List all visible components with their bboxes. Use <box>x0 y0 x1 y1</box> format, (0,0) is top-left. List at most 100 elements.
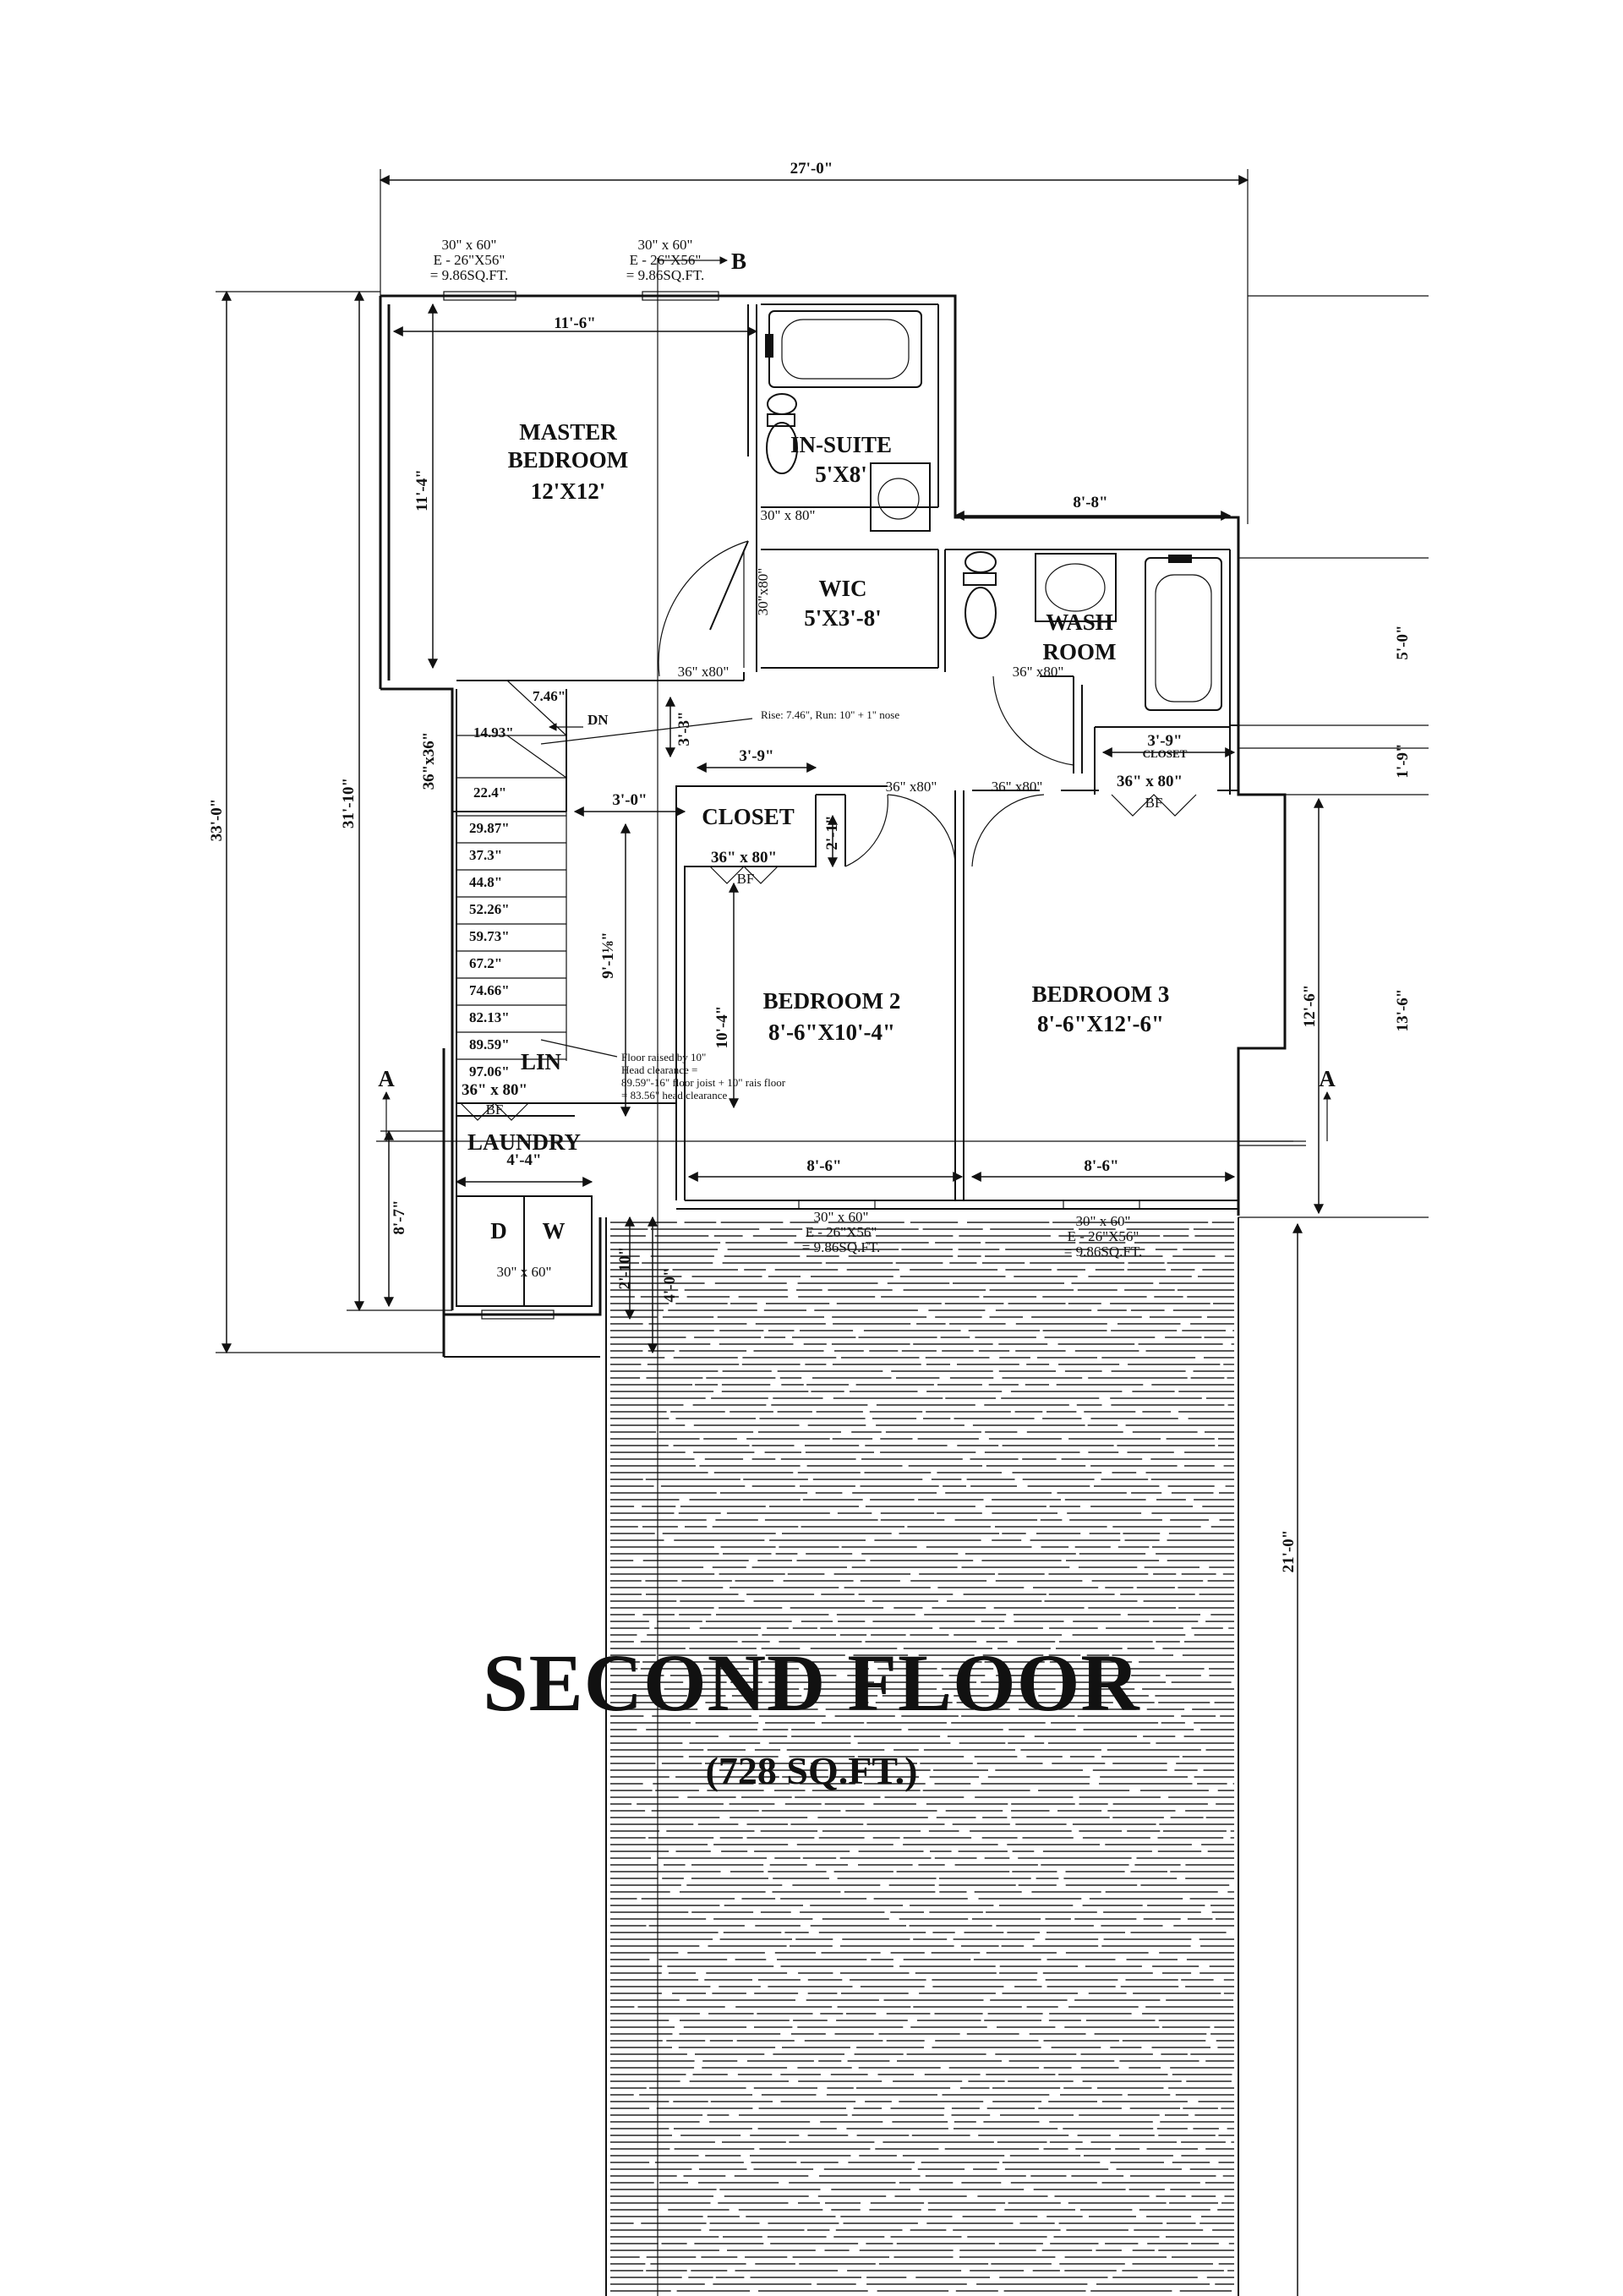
plan-title: SECOND FLOOR <box>483 1637 1140 1728</box>
washer <box>523 1195 593 1307</box>
wash-toilet <box>963 551 997 639</box>
bedroom2-size: 8'-6"X10'-4" <box>768 1020 895 1045</box>
floor-note-2: Head clearance = <box>621 1063 697 1076</box>
riser-label: 37.3" <box>469 847 502 863</box>
doors <box>460 540 1197 1121</box>
laundry-window: 30" x 60" <box>497 1264 552 1280</box>
w4-area: = 9.86SQ.FT. <box>1064 1244 1142 1260</box>
wash-closet-label: CLOSET <box>1143 747 1188 760</box>
wash-door: 36" x80" <box>1013 664 1064 680</box>
w3-area: = 9.86SQ.FT. <box>802 1239 880 1255</box>
riser-label: 59.73" <box>469 928 510 944</box>
master-name-line1: MASTER <box>519 419 617 445</box>
riser-label: 22.4" <box>473 784 506 801</box>
w4-size: 30" x 60" <box>1076 1213 1131 1229</box>
washer-label: W <box>543 1218 566 1244</box>
riser-label: 97.06" <box>469 1063 510 1080</box>
dim-master-depth: 11'-4" <box>413 469 431 511</box>
dim-hall-9-1-8: 9'-1⅛" <box>599 932 617 978</box>
wash-closet-bf-door: 36" x 80" <box>1117 773 1183 790</box>
bed2-door: 36" x80" <box>886 779 937 795</box>
dim-closet-2-1: 2'-1" <box>823 815 841 850</box>
insuite-toilet <box>766 393 798 474</box>
deck-hatch <box>610 1222 1234 2292</box>
dim-overall-width: 27'-0" <box>790 160 833 178</box>
dim-wash-width: 8'-8" <box>1073 494 1107 511</box>
bedroom2-name: BEDROOM 2 <box>763 988 901 1014</box>
dim-right-5-0: 5'-0" <box>1394 625 1412 659</box>
insuite-sink <box>870 462 931 532</box>
w3-size: 30" x 60" <box>814 1209 869 1225</box>
bedroom3-size: 8'-6"X12'-6" <box>1037 1011 1164 1036</box>
riser-label: 14.93" <box>473 724 514 741</box>
riser-label: 74.66" <box>469 982 510 998</box>
w2-egress: E - 26"X56" <box>630 252 702 268</box>
riser-label: 82.13" <box>469 1009 510 1025</box>
dim-bed2-width: 8'-6" <box>806 1157 841 1175</box>
bedroom3-name: BEDROOM 3 <box>1032 981 1170 1007</box>
window-labels: 30" x 60" E - 26"X56" = 9.86SQ.FT. 30" x… <box>430 237 1142 1280</box>
linen-label: LIN <box>521 1049 562 1074</box>
riser-labels: 7.46"14.93"22.4"29.87"37.3"44.8"52.26"59… <box>469 688 566 1080</box>
dim-stair-36x36: 36"x36" <box>420 732 438 790</box>
w1-area: = 9.86SQ.FT. <box>430 267 508 283</box>
dim-master-width: 11'-6" <box>554 314 596 332</box>
dim-laundry-width: 4'-4" <box>506 1151 541 1169</box>
stair <box>456 680 753 1061</box>
dim-bed3-depth: 12'-6" <box>1301 985 1319 1028</box>
wic-size: 5'X3'-8' <box>804 605 882 631</box>
wash-name-line2: ROOM <box>1043 639 1117 664</box>
stair-note: Rise: 7.46", Run: 10" + 1" nose <box>761 708 899 721</box>
master-size: 12'X12' <box>531 478 606 504</box>
floor-note-1: Floor raised by 10" <box>621 1051 706 1063</box>
lin-bf-door: 36" x 80" <box>462 1081 527 1099</box>
w4-egress: E - 26"X56" <box>1068 1228 1139 1244</box>
stair-down: DN <box>587 712 609 728</box>
w3-egress: E - 26"X56" <box>806 1224 877 1240</box>
riser-label: 52.26" <box>469 901 510 917</box>
closet-bf: BF <box>737 871 755 887</box>
dim-31-10: 31'-10" <box>340 778 358 828</box>
dim-wash-closet-width: 3'-9" <box>1147 732 1182 750</box>
section-a-left: A <box>378 1066 395 1091</box>
dim-deck-4-0: 4'-0" <box>661 1267 679 1302</box>
insuite-name: IN-SUITE <box>790 432 892 457</box>
riser-label: 89.59" <box>469 1036 510 1052</box>
insuite-door: 30" x 80" <box>761 507 816 523</box>
plan-subtitle: (728 SQ.FT.) <box>705 1749 918 1792</box>
dim-closet-width: 3'-9" <box>739 747 773 765</box>
windows <box>443 291 1140 1320</box>
riser-label: 44.8" <box>469 874 502 890</box>
section-markers <box>376 256 1331 2296</box>
interior-walls <box>452 303 1238 1210</box>
dim-hall-3-3: 3'-3" <box>675 711 693 746</box>
bed3-door: 36" x80" <box>992 779 1043 795</box>
lin-bf: BF <box>486 1102 504 1118</box>
section-labels: B B A A <box>378 249 1336 1091</box>
dim-hall-3-0: 3'-0" <box>612 791 647 809</box>
insuite-size: 5'X8' <box>815 462 867 487</box>
riser-label: 67.2" <box>469 955 502 971</box>
closet-name: CLOSET <box>702 804 795 829</box>
room-labels: MASTER BEDROOM 12'X12' IN-SUITE 5'X8' WI… <box>467 419 1169 1244</box>
dryer-label: D <box>490 1218 507 1244</box>
dim-bed2-depth: 10'-4" <box>713 1006 731 1049</box>
wash-name-line1: WASH <box>1046 610 1113 635</box>
door-labels: 30" x 80" 30"x80" 36" x80" 36" x80" 36" … <box>462 507 1183 1118</box>
dryer <box>456 1195 525 1307</box>
dim-right-13-6: 13'-6" <box>1394 989 1412 1032</box>
wash-closet-bf: BF <box>1145 795 1163 811</box>
dim-bed3-width: 8'-6" <box>1084 1157 1118 1175</box>
dimension-lines <box>216 169 1429 2296</box>
riser-label: 29.87" <box>469 820 510 836</box>
floor-note-4: = 83.56" head clearance <box>621 1089 727 1102</box>
stair-labels: DN Rise: 7.46", Run: 10" + 1" nose 7.46"… <box>469 688 899 1102</box>
dim-right-1-9: 1'-9" <box>1394 743 1412 778</box>
wic-door: 30"x80" <box>755 568 771 615</box>
dim-deck-depth: 21'-0" <box>1280 1530 1298 1573</box>
w2-area: = 9.86SQ.FT. <box>626 267 704 283</box>
w1-egress: E - 26"X56" <box>434 252 505 268</box>
closet-bf-door: 36" x 80" <box>711 849 777 866</box>
floor-note-3: 89.59"-16" floor joist + 10" rais floor <box>621 1076 786 1089</box>
insuite-bathtub <box>765 310 922 388</box>
